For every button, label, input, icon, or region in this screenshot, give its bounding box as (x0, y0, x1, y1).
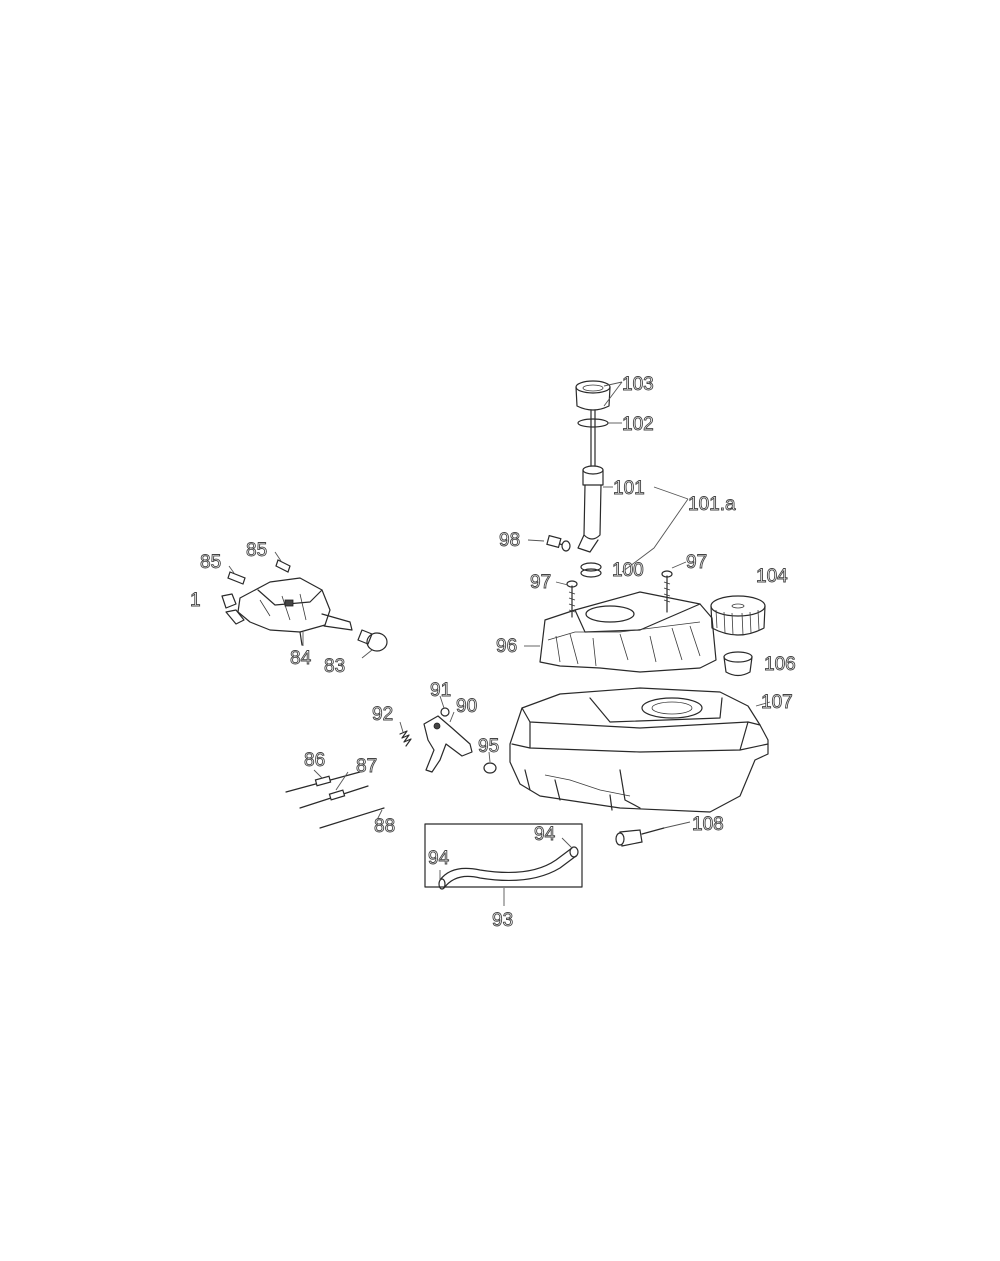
callout-95: 95 (478, 736, 499, 757)
callout-102: 102 (622, 414, 654, 435)
callout-90: 90 (456, 696, 477, 717)
callout-106: 106 (764, 654, 796, 675)
callout-97-left: 97 (530, 572, 551, 593)
callout-94-right: 94 (534, 824, 556, 845)
nut-95 (483, 762, 497, 774)
rod-87 (299, 785, 369, 809)
callout-107: 107 (761, 692, 793, 713)
screw-97-right (661, 570, 673, 613)
screw-97-left (566, 580, 578, 618)
filler-cap-103 (575, 380, 611, 411)
callout-104: 104 (756, 566, 788, 587)
callout-108: 108 (692, 814, 724, 835)
callout-87: 87 (356, 756, 377, 777)
callout-88: 88 (374, 816, 395, 837)
callout-96: 96 (496, 636, 517, 657)
rod-86 (285, 771, 361, 793)
callout-97-right: 97 (686, 552, 707, 573)
callout-84: 84 (290, 648, 312, 669)
filler-tube-101 (577, 409, 604, 553)
callout-85-b: 85 (246, 540, 267, 561)
clamp-left (221, 593, 245, 625)
bolt-85-right (275, 559, 291, 573)
strainer-106 (723, 651, 753, 677)
callout-94-left: 94 (428, 848, 450, 869)
callout-100: 100 (612, 560, 644, 581)
screw-98 (546, 534, 571, 552)
governor-arm-90 (423, 715, 473, 773)
leader-lines (228, 381, 771, 906)
o-ring-102 (577, 418, 609, 428)
hose-kit-93 (424, 823, 583, 890)
knob-83 (357, 629, 388, 652)
callout-85-a: 85 (200, 552, 221, 573)
callout-labels: 103 102 101 101.a 98 100 97 97 104 96 10… (190, 374, 797, 932)
bolt-85-left (227, 571, 246, 585)
callout-101: 101 (613, 478, 645, 499)
washer-100 (580, 562, 602, 578)
fuel-valve-108 (615, 827, 665, 847)
callout-91: 91 (430, 680, 451, 701)
spring-92 (399, 730, 412, 747)
callout-83: 83 (324, 656, 345, 677)
callout-103: 103 (622, 374, 654, 395)
tank-cover-96 (539, 591, 717, 673)
callout-edge: 1 (190, 590, 201, 611)
fuel-cap-104 (710, 595, 766, 636)
rod-88 (319, 807, 385, 829)
callout-98: 98 (499, 530, 520, 551)
carburetor-84 (237, 577, 353, 646)
nut-91 (440, 707, 450, 717)
callout-86: 86 (304, 750, 325, 771)
callout-93: 93 (492, 910, 513, 931)
callout-92: 92 (372, 704, 393, 725)
fuel-tank-107 (509, 687, 769, 813)
callout-101a: 101.a (688, 494, 736, 515)
